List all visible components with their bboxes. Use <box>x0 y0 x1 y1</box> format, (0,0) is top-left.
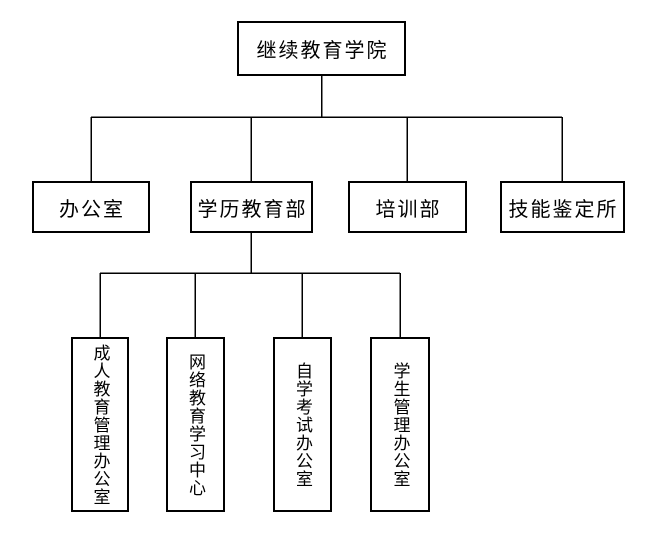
org-box-label: 成人教育管理办公室 <box>90 343 110 506</box>
org-box-adult-education-mgmt-office: 成人教育管理办公室 <box>71 337 129 512</box>
org-box-label: 自学考试办公室 <box>293 361 312 488</box>
org-box-label: 办公室 <box>59 198 125 221</box>
org-box-label: 学历教育部 <box>197 198 308 221</box>
org-box-online-education-learning-center: 网络教育学习中心 <box>166 337 225 512</box>
org-box-self-study-exam-office: 自学考试办公室 <box>273 337 332 512</box>
org-box-office: 办公室 <box>32 181 150 233</box>
org-box-label: 技能鉴定所 <box>508 198 619 221</box>
org-box-label: 学生管理办公室 <box>390 361 410 488</box>
org-box-skill-appraisal-institute: 技能鉴定所 <box>500 181 625 233</box>
org-box-training-dept: 培训部 <box>348 181 467 233</box>
org-box-label: 网络教育学习中心 <box>186 352 205 497</box>
org-box-label: 培训部 <box>375 198 442 221</box>
org-box-academic-education-dept: 学历教育部 <box>190 181 313 233</box>
org-box-root: 继续教育学院 <box>237 21 406 76</box>
org-box-student-mgmt-office: 学生管理办公室 <box>370 337 430 512</box>
org-box-label: 继续教育学院 <box>256 40 389 62</box>
